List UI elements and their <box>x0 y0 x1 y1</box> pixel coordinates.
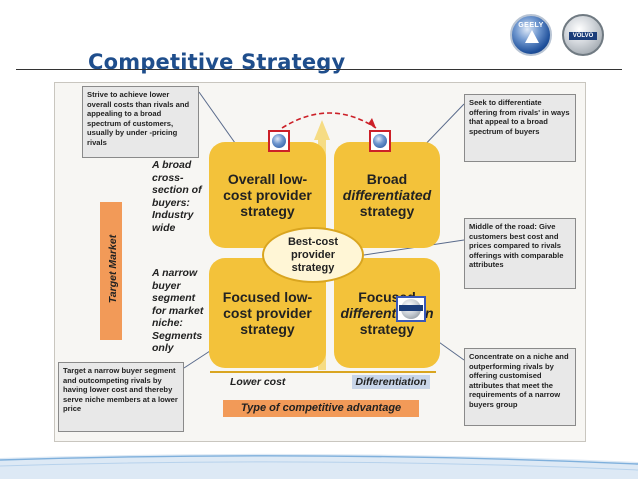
red-dashed-arc <box>281 112 377 129</box>
red-arrowhead <box>368 118 376 128</box>
quad-bl-line-3: strategy <box>240 321 295 337</box>
quadrant-overall-low-cost: Overall low- cost provider strategy <box>209 142 326 248</box>
volvo-badge-icon <box>396 296 426 322</box>
narrow-segment-label: A narrow buyer segment for market niche:… <box>152 267 208 355</box>
quad-tr-line-1: Broad <box>366 171 408 187</box>
geely-mountain-mark <box>525 30 539 43</box>
quad-bl-line-1: Focused low- <box>222 289 313 305</box>
center-line-3: strategy <box>291 261 335 274</box>
narrow-line-5: niche: <box>152 317 183 329</box>
geely-badge-emblem-2 <box>373 134 387 148</box>
quad-br-line-3: strategy <box>359 321 415 337</box>
quad-tr-line-2: differentiated <box>342 187 432 203</box>
center-line-1: Best-cost <box>287 235 339 248</box>
best-cost-provider-oval: Best-cost provider strategy <box>262 227 364 283</box>
lower-cost-label: Lower cost <box>230 376 286 388</box>
quad-tl-line-3: strategy <box>240 203 295 219</box>
note-bottom-left: Target a narrow buyer segment and outcom… <box>58 362 184 432</box>
broad-line-6: wide <box>152 221 176 234</box>
narrow-line-3: segment <box>152 292 196 304</box>
geely-badge-icon <box>268 130 290 152</box>
narrow-line-1: A narrow <box>152 267 198 279</box>
slide-title: Competitive Strategy <box>88 50 346 74</box>
competitive-advantage-label: Type of competitive advantage <box>223 400 419 417</box>
note-bottom-right: Concentrate on a niche and outperforming… <box>464 348 576 426</box>
narrow-line-4: for market <box>152 304 204 317</box>
note-top-right: Seek to differentiate offering from riva… <box>464 94 576 162</box>
quad-bl-line-2: cost provider <box>223 305 312 321</box>
target-market-bar <box>100 202 122 340</box>
quad-tr-line-3: strategy <box>359 203 415 219</box>
broad-buyers-label: A broad cross- section of buyers: Indust… <box>152 159 208 234</box>
footer-swoosh-line-2 <box>0 461 638 471</box>
footer-swoosh <box>0 453 638 479</box>
vertical-axis-arrowhead <box>314 120 330 140</box>
volvo-badge-bar <box>399 305 423 311</box>
broad-line-5: Industry <box>152 209 194 221</box>
title-divider <box>16 69 622 70</box>
broad-line-1: A broad <box>152 159 192 171</box>
geely-logo-label: GEELY <box>518 22 544 29</box>
quadrant-broad-differentiated: Broad differentiated strategy <box>334 142 440 248</box>
narrow-line-2: buyer <box>152 279 181 292</box>
geely-logo-icon: GEELY <box>510 14 552 56</box>
narrow-line-7: only <box>152 342 174 354</box>
note-middle-right: Middle of the road: Give customers best … <box>464 218 576 289</box>
geely-badge-icon-2 <box>369 130 391 152</box>
quad-tl-line-2: cost provider <box>223 187 312 203</box>
volvo-logo-label: VOLVO <box>569 32 597 40</box>
differentiation-highlight <box>352 375 430 389</box>
differentiation-label: Differentiation <box>355 376 427 388</box>
target-market-label: Target Market <box>107 234 119 304</box>
broad-line-2: cross- <box>152 171 184 184</box>
volvo-logo-icon: VOLVO <box>562 14 604 56</box>
broad-line-4: buyers: <box>152 196 190 209</box>
narrow-line-6: Segments <box>152 329 203 342</box>
geely-badge-emblem <box>272 134 286 148</box>
broad-line-3: section of <box>152 184 202 196</box>
center-line-2: provider <box>290 248 335 261</box>
quad-tl-line-1: Overall low- <box>227 171 308 187</box>
footer-swoosh-line <box>0 455 638 465</box>
note-connector-top-left <box>198 91 241 151</box>
note-top-left: Strive to achieve lower overall costs th… <box>82 86 199 158</box>
